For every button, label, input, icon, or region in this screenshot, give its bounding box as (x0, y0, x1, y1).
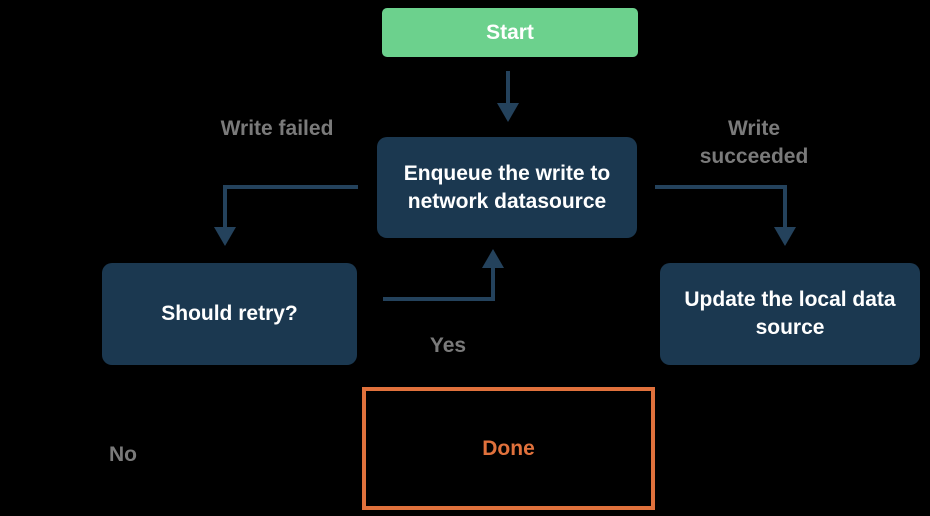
edge-segment (223, 185, 358, 189)
edge-segment (655, 185, 787, 189)
edge-label-write-succeeded: Write succeeded (699, 117, 809, 168)
arrowhead-down-icon (214, 227, 236, 246)
node-should-retry: Should retry? (102, 263, 357, 365)
edge-segment (491, 266, 495, 301)
edge-segment (506, 71, 510, 105)
node-done: Done (362, 387, 655, 510)
node-enqueue-write: Enqueue the write to network datasource (377, 137, 637, 238)
node-start: Start (382, 8, 638, 57)
edge-segment (783, 185, 787, 229)
edge-label-yes: Yes (429, 334, 467, 357)
arrowhead-down-icon (774, 227, 796, 246)
arrowhead-up-icon (482, 249, 504, 268)
node-update-local-source: Update the local data source (660, 263, 920, 365)
edge-segment (223, 185, 227, 229)
edge-segment (383, 297, 495, 301)
arrowhead-down-icon (497, 103, 519, 122)
edge-label-write-failed: Write failed (220, 117, 334, 140)
edge-label-no: No (109, 443, 137, 466)
